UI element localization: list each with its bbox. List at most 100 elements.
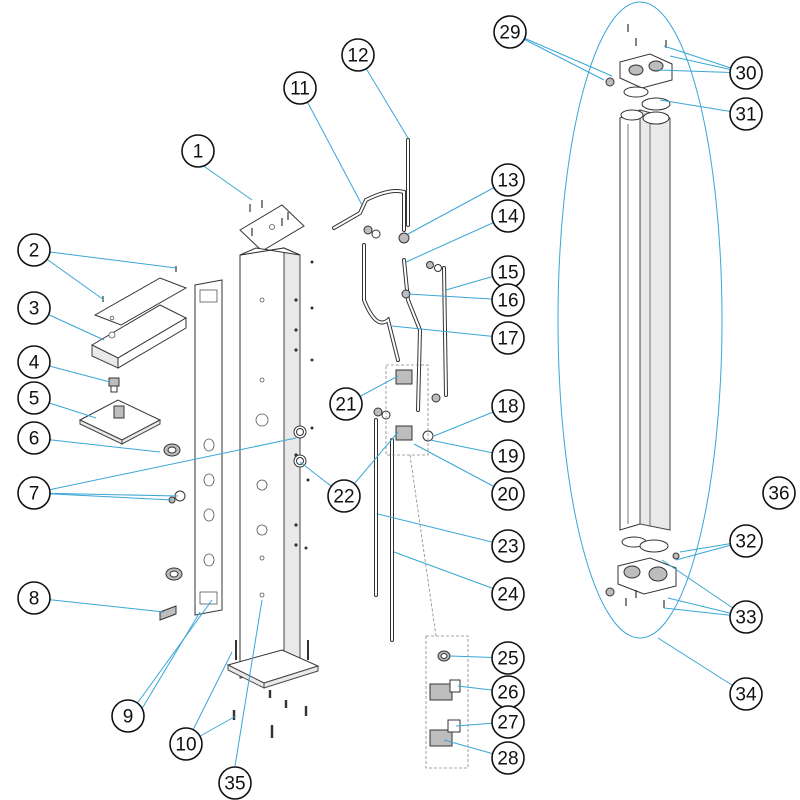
callout-20: 20 bbox=[491, 477, 525, 511]
callout-circle bbox=[327, 479, 361, 513]
callout-32: 32 bbox=[729, 524, 763, 558]
part-loose-screws bbox=[304, 260, 314, 550]
callout-19: 19 bbox=[491, 439, 525, 473]
callout-3: 3 bbox=[17, 291, 51, 325]
callout-number: 31 bbox=[735, 105, 756, 126]
callout-number: 20 bbox=[497, 485, 518, 506]
callout-number: 5 bbox=[29, 389, 40, 410]
callout-number: 19 bbox=[497, 447, 518, 468]
callout-circle bbox=[17, 291, 51, 325]
callout-number: 27 bbox=[497, 713, 518, 734]
callout-34: 34 bbox=[729, 677, 763, 711]
callout-28: 28 bbox=[491, 741, 525, 775]
callout-circle bbox=[729, 677, 763, 711]
callout-number: 15 bbox=[497, 263, 518, 284]
callout-number: 11 bbox=[290, 79, 310, 100]
callout-circle bbox=[329, 387, 363, 421]
callout-35: 35 bbox=[218, 766, 252, 800]
callout-circle bbox=[491, 741, 525, 775]
callout-number: 14 bbox=[497, 207, 519, 228]
part-right-column bbox=[605, 24, 680, 608]
callout-circle bbox=[17, 381, 51, 415]
part-seal-rings bbox=[168, 490, 186, 504]
part-knob-lower bbox=[165, 567, 183, 581]
callout-9: 9 bbox=[111, 699, 145, 733]
callout-number: 30 bbox=[735, 64, 756, 85]
callout-13: 13 bbox=[491, 163, 525, 197]
callout-15: 15 bbox=[491, 255, 525, 289]
callout-29: 29 bbox=[493, 15, 527, 49]
callout-36: 36 bbox=[762, 476, 796, 510]
part-box-housing bbox=[90, 304, 188, 369]
callout-number: 6 bbox=[29, 429, 40, 450]
callout-number: 36 bbox=[768, 484, 789, 505]
callout-5: 5 bbox=[17, 381, 51, 415]
callout-number: 28 bbox=[497, 749, 518, 770]
callout-27: 27 bbox=[491, 705, 525, 739]
callout-circle bbox=[491, 705, 525, 739]
callout-number: 33 bbox=[735, 608, 756, 629]
callout-17: 17 bbox=[491, 321, 525, 355]
callout-number: 13 bbox=[497, 171, 518, 192]
callout-number: 29 bbox=[499, 23, 520, 44]
callout-8: 8 bbox=[17, 581, 51, 615]
callout-number: 32 bbox=[735, 532, 756, 553]
part-valve-details bbox=[429, 650, 461, 747]
callout-circle bbox=[283, 71, 317, 105]
part-shower-head bbox=[78, 399, 162, 445]
parts-drawing bbox=[78, 1, 723, 769]
callout-number: 7 bbox=[29, 484, 40, 505]
callout-31: 31 bbox=[729, 97, 763, 131]
callout-6: 6 bbox=[17, 421, 51, 455]
part-clip bbox=[159, 605, 177, 621]
callout-1: 1 bbox=[181, 134, 215, 168]
callout-14: 14 bbox=[491, 199, 525, 233]
callout-number: 10 bbox=[175, 735, 196, 756]
callout-number: 4 bbox=[29, 353, 40, 374]
right-assembly-outline bbox=[557, 1, 723, 639]
part-anchor-bolts bbox=[232, 690, 308, 738]
callout-25: 25 bbox=[491, 641, 525, 675]
callout-circle bbox=[181, 134, 215, 168]
callout-circle bbox=[111, 699, 145, 733]
callout-number: 9 bbox=[123, 707, 134, 728]
callout-number: 25 bbox=[497, 649, 518, 670]
callout-number: 17 bbox=[497, 329, 518, 350]
callout-number: 2 bbox=[29, 241, 40, 262]
callout-circle bbox=[729, 97, 763, 131]
callout-circle bbox=[493, 15, 527, 49]
callout-number: 18 bbox=[497, 397, 518, 418]
callout-24: 24 bbox=[491, 577, 525, 611]
callout-circle bbox=[729, 524, 763, 558]
callout-circle bbox=[491, 163, 525, 197]
callout-circle bbox=[491, 389, 525, 423]
callout-12: 12 bbox=[341, 38, 375, 72]
callout-2: 2 bbox=[17, 233, 51, 267]
callout-number: 8 bbox=[29, 589, 40, 610]
part-front-panel bbox=[194, 279, 223, 616]
callout-circle bbox=[17, 345, 51, 379]
callout-21: 21 bbox=[329, 387, 363, 421]
callout-22: 22 bbox=[327, 479, 361, 513]
callout-circle bbox=[17, 233, 51, 267]
callout-number: 16 bbox=[497, 291, 518, 312]
callout-circle bbox=[491, 321, 525, 355]
callout-circle bbox=[491, 199, 525, 233]
callout-18: 18 bbox=[491, 389, 525, 423]
part-top-cap-plate bbox=[239, 200, 305, 252]
callout-10: 10 bbox=[169, 727, 203, 761]
callout-circle bbox=[169, 727, 203, 761]
part-knob-upper bbox=[163, 443, 181, 457]
callout-number: 35 bbox=[224, 774, 245, 795]
callout-number: 24 bbox=[497, 585, 519, 606]
callout-circle bbox=[17, 476, 51, 510]
callout-number: 1 bbox=[193, 142, 204, 163]
callout-circle bbox=[17, 421, 51, 455]
callout-number: 23 bbox=[497, 537, 518, 558]
callout-16: 16 bbox=[491, 283, 525, 317]
callout-33: 33 bbox=[729, 600, 763, 634]
callout-circle bbox=[762, 476, 796, 510]
leader-lines bbox=[33, 31, 747, 767]
callout-number: 3 bbox=[29, 299, 40, 320]
